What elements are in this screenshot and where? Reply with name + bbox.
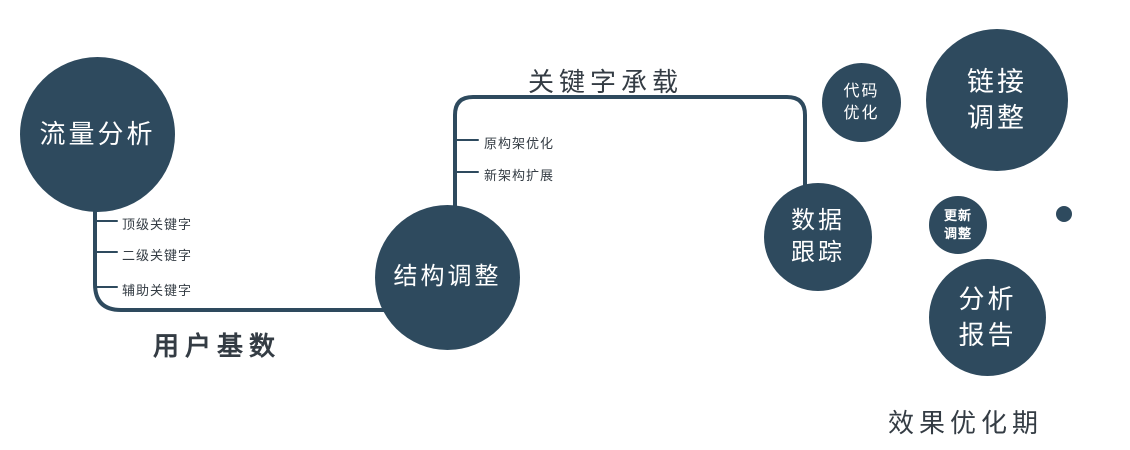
branch-label-new-arch: 新架构扩展: [484, 168, 555, 183]
node-analysis-report: 分析 报告: [929, 259, 1046, 376]
dot-marker: [1056, 206, 1072, 222]
branch-label-aux-keywords: 辅助关键字: [122, 283, 193, 298]
node-link-adjustment: 链接 调整: [926, 29, 1068, 171]
node-update-adjustment-line2: 调整: [943, 226, 972, 241]
connector-keyword-bearing-path: [453, 95, 807, 214]
node-link-adjustment-line1: 链接: [967, 66, 1027, 97]
node-data-tracking-line2: 跟踪: [791, 239, 845, 266]
connector-user-base-path: [93, 198, 404, 312]
node-code-optimization-line1: 代码: [843, 82, 880, 100]
node-link-adjustment-line2: 调整: [967, 103, 1027, 133]
edge-label-keyword-bearing: 关键字承载: [528, 67, 684, 97]
node-update-adjustment-line1: 更新: [943, 208, 972, 224]
node-structure-adjustment-label: 结构调整: [393, 263, 502, 291]
node-traffic-analysis: 流量分析: [20, 57, 175, 212]
node-analysis-report-line1: 分析: [958, 284, 1017, 315]
node-update-adjustment: 更新 调整: [929, 196, 987, 254]
edge-label-user-base: 用户基数: [153, 331, 282, 361]
node-code-optimization: 代码 优化: [822, 63, 901, 142]
branch-label-original-arch: 原构架优化: [484, 136, 555, 151]
node-structure-adjustment: 结构调整: [375, 205, 520, 350]
node-analysis-report-line2: 报告: [958, 319, 1017, 350]
node-traffic-analysis-label: 流量分析: [39, 118, 156, 149]
node-code-optimization-line2: 优化: [843, 104, 880, 122]
branch-label-top-keywords: 顶级关键字: [122, 217, 193, 232]
branch-label-second-keywords: 二级关键字: [122, 248, 193, 263]
node-data-tracking: 数据 跟踪: [764, 183, 872, 291]
caption-effect-optimization: 效果优化期: [888, 408, 1044, 438]
node-data-tracking-line1: 数据: [791, 206, 845, 234]
